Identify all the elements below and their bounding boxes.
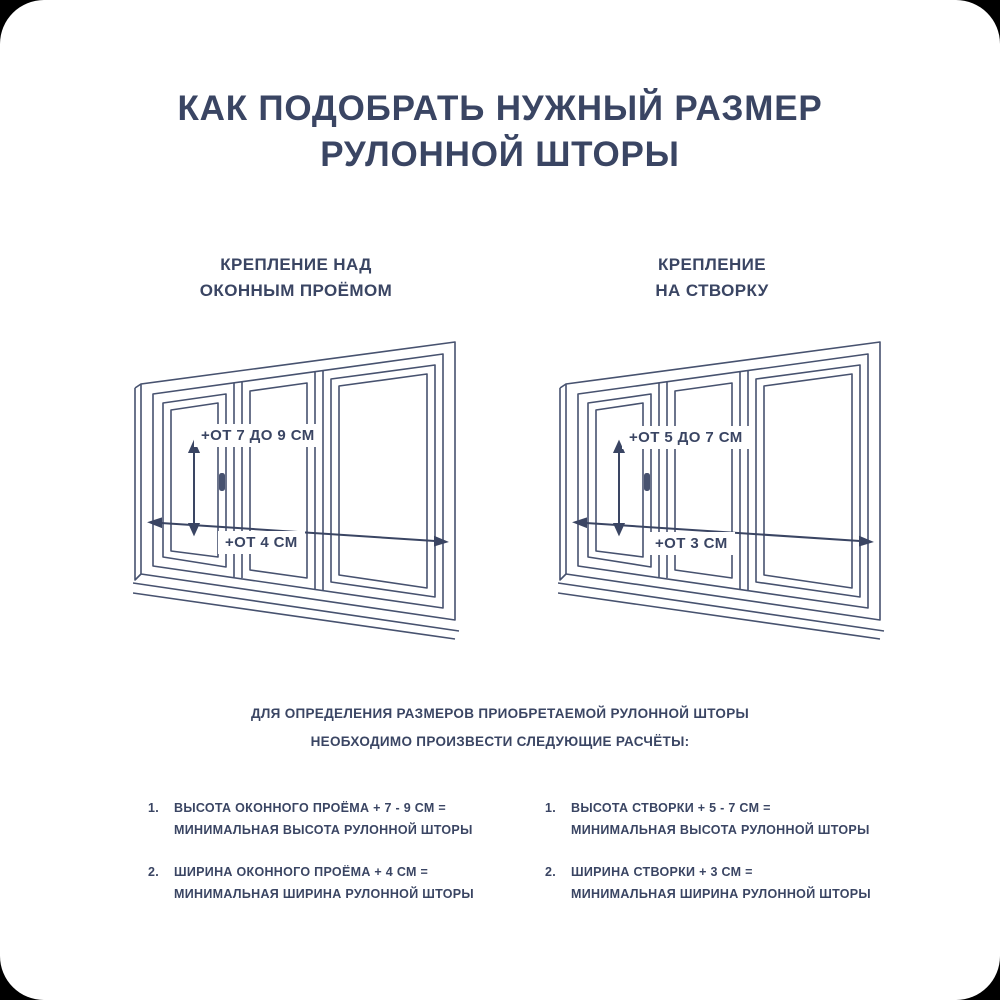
list-item-line2: МИНИМАЛЬНАЯ ВЫСОТА РУЛОННОЙ ШТОРЫ: [174, 823, 473, 838]
window-diagram-left: [133, 341, 460, 640]
window-handle-icon: [644, 473, 650, 491]
list-item-number: 1.: [545, 801, 557, 815]
arrow-right-icon: [859, 535, 874, 547]
window-diagram-right: [558, 341, 885, 640]
page-title-line1: КАК ПОДОБРАТЬ НУЖНЫЙ РАЗМЕР: [177, 89, 823, 128]
list-item: 2. ШИРИНА ОКОННОГО ПРОЁМА + 4 СМ = МИНИМ…: [148, 861, 503, 906]
height-allowance-label-left: +ОТ 7 ДО 9 СМ: [194, 424, 322, 447]
width-allowance-label-left: +ОТ 4 СМ: [218, 531, 305, 554]
arrow-up-icon: [187, 439, 201, 453]
calculation-list-right: 1. ВЫСОТА СТВОРКИ + 5 - 7 СМ = МИНИМАЛЬН…: [545, 797, 900, 924]
subtitle-mount-on-sash: КРЕПЛЕНИЕ НА СТВОРКУ: [552, 252, 872, 305]
list-item-text: ШИРИНА СТВОРКИ + 3 СМ = МИНИМАЛЬНАЯ ШИРИ…: [571, 861, 871, 906]
subtitle-left-line2: ОКОННЫМ ПРОЁМОМ: [199, 281, 393, 301]
window-frame-left: [133, 341, 460, 640]
list-item: 2. ШИРИНА СТВОРКИ + 3 СМ = МИНИМАЛЬНАЯ Ш…: [545, 861, 900, 906]
arrow-up-icon: [612, 439, 626, 453]
list-item-line1: ШИРИНА СТВОРКИ + 3 СМ =: [571, 864, 753, 879]
list-item: 1. ВЫСОТА ОКОННОГО ПРОЁМА + 7 - 9 СМ = М…: [148, 797, 503, 842]
instruction-note-line1: ДЛЯ ОПРЕДЕЛЕНИЯ РАЗМЕРОВ ПРИОБРЕТАЕМОЙ Р…: [250, 706, 750, 721]
instruction-note-line2: НЕОБХОДИМО ПРОИЗВЕСТИ СЛЕДУЮЩИЕ РАСЧЁТЫ:: [310, 733, 690, 749]
list-item-text: ШИРИНА ОКОННОГО ПРОЁМА + 4 СМ = МИНИМАЛЬ…: [174, 861, 474, 906]
height-allowance-label-right: +ОТ 5 ДО 7 СМ: [622, 426, 750, 449]
measure-arrows-right: [572, 439, 874, 547]
measure-arrows-left: [147, 439, 449, 547]
arrow-down-icon: [187, 523, 201, 537]
list-item-line1: ВЫСОТА СТВОРКИ + 5 - 7 СМ =: [571, 801, 771, 815]
list-item-text: ВЫСОТА СТВОРКИ + 5 - 7 СМ = МИНИМАЛЬНАЯ …: [571, 797, 870, 842]
calculation-list-left: 1. ВЫСОТА ОКОННОГО ПРОЁМА + 7 - 9 СМ = М…: [148, 797, 503, 924]
arrow-down-icon: [612, 523, 626, 537]
width-allowance-label-right: +ОТ 3 СМ: [648, 532, 735, 555]
subtitle-right-line1: КРЕПЛЕНИЕ: [658, 255, 766, 274]
arrow-left-icon: [147, 517, 162, 529]
instruction-note: ДЛЯ ОПРЕДЕЛЕНИЯ РАЗМЕРОВ ПРИОБРЕТАЕМОЙ Р…: [0, 700, 1000, 755]
list-item-number: 2.: [148, 864, 160, 879]
subtitle-left-line1: КРЕПЛЕНИЕ НАД: [220, 255, 372, 274]
list-item-line2: МИНИМАЛЬНАЯ ШИРИНА РУЛОННОЙ ШТОРЫ: [174, 886, 474, 901]
list-item-number: 2.: [545, 864, 557, 879]
list-item-line2: МИНИМАЛЬНАЯ ВЫСОТА РУЛОННОЙ ШТОРЫ: [571, 823, 870, 838]
list-item-line1: ВЫСОТА ОКОННОГО ПРОЁМА + 7 - 9 СМ =: [174, 801, 446, 815]
page-title: КАК ПОДОБРАТЬ НУЖНЫЙ РАЗМЕР РУЛОННОЙ ШТО…: [0, 86, 1000, 178]
page-title-line2: РУЛОННОЙ ШТОРЫ: [320, 135, 680, 175]
list-item-line1: ШИРИНА ОКОННОГО ПРОЁМА + 4 СМ =: [174, 864, 429, 879]
list-item-text: ВЫСОТА ОКОННОГО ПРОЁМА + 7 - 9 СМ = МИНИ…: [174, 797, 473, 842]
subtitle-right-line2: НА СТВОРКУ: [655, 281, 769, 301]
arrow-right-icon: [434, 535, 449, 547]
list-item: 1. ВЫСОТА СТВОРКИ + 5 - 7 СМ = МИНИМАЛЬН…: [545, 797, 900, 842]
window-handle-icon: [219, 473, 225, 491]
list-item-number: 1.: [148, 801, 160, 815]
arrow-left-icon: [572, 517, 587, 529]
window-frame-right: [558, 341, 885, 640]
list-item-line2: МИНИМАЛЬНАЯ ШИРИНА РУЛОННОЙ ШТОРЫ: [571, 886, 871, 901]
subtitle-mount-above-opening: КРЕПЛЕНИЕ НАД ОКОННЫМ ПРОЁМОМ: [136, 252, 456, 305]
